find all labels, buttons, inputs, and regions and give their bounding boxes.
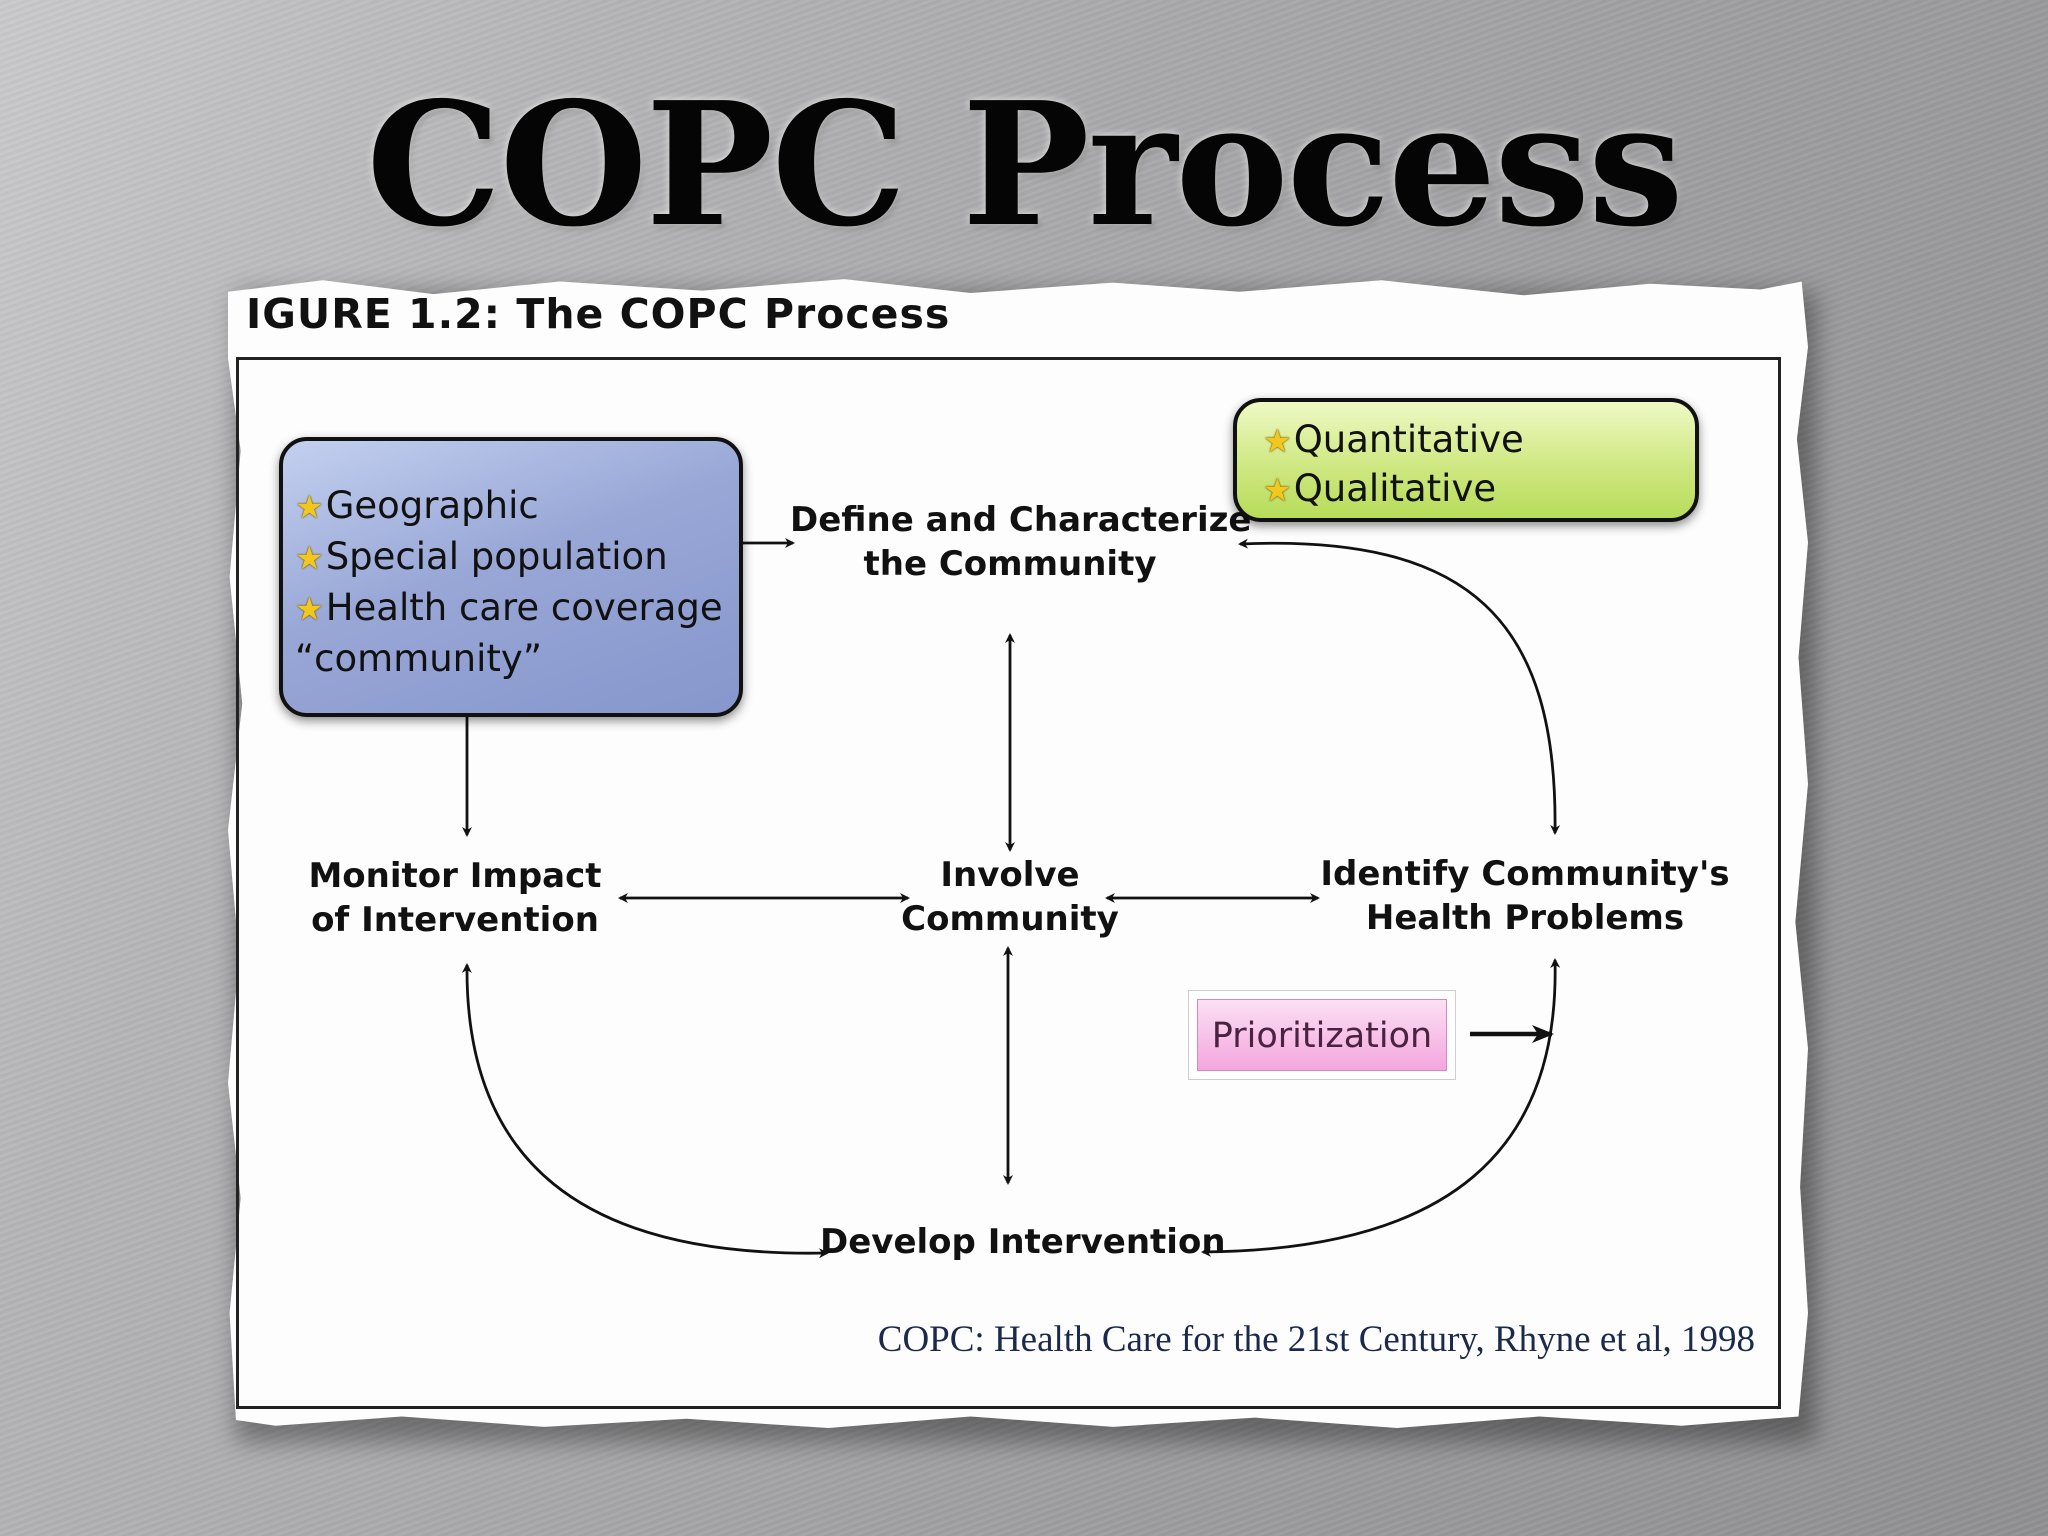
prioritization-label: Prioritization <box>1197 999 1447 1071</box>
node-develop-intervention: Develop Intervention <box>820 1220 1226 1264</box>
callout-item: ★Qualitative <box>1263 465 1695 514</box>
star-icon: ★ <box>295 590 324 628</box>
node-define-community: Define and Characterize the Community <box>790 498 1252 586</box>
callout-item-label: Special population <box>325 535 668 578</box>
prioritization-box: Prioritization <box>1188 990 1456 1080</box>
node-monitor-impact: Monitor Impact of Intervention <box>300 854 610 942</box>
callout-item-label: Quantitative <box>1293 418 1524 461</box>
callout-item-label: Geographic <box>325 484 539 527</box>
figure-caption: IGURE 1.2: The COPC Process <box>246 290 951 338</box>
callout-item: ★Geographic <box>295 481 739 532</box>
star-icon: ★ <box>1263 471 1292 509</box>
node-identify-line-2: Health Problems <box>1365 898 1685 938</box>
data-types-callout: ★Quantitative ★Qualitative <box>1233 398 1699 522</box>
star-icon: ★ <box>295 488 324 526</box>
star-icon: ★ <box>1263 422 1292 460</box>
callout-item-label: Qualitative <box>1293 467 1497 510</box>
node-define-line-1: Define and Characterize <box>790 500 1252 540</box>
node-involve-line-2: Community <box>901 899 1119 939</box>
node-define-line-2: the Community <box>863 544 1157 584</box>
star-icon: ★ <box>295 539 324 577</box>
node-identify-line-1: Identify Community's <box>1320 854 1730 894</box>
node-involve-community: Involve Community <box>900 853 1120 941</box>
arrow-define-identify <box>1238 538 1561 835</box>
callout-item: ★Health care coverage <box>295 583 739 634</box>
figure-citation: COPC: Health Care for the 21st Century, … <box>877 1319 1755 1360</box>
node-monitor-line-2: of Intervention <box>311 900 599 940</box>
figure-frame <box>236 357 1781 1409</box>
callout-footer: “community” <box>295 637 542 680</box>
arrow-monitor-develop <box>461 963 829 1259</box>
callout-item: ★Quantitative <box>1263 416 1695 465</box>
callout-item-label: Health care coverage <box>325 586 723 629</box>
node-develop-line-1: Develop Intervention <box>820 1222 1226 1262</box>
callout-item: ★Special population <box>295 532 739 583</box>
slide-title: COPC Process <box>366 65 1684 265</box>
node-involve-line-1: Involve <box>940 855 1080 895</box>
node-monitor-line-1: Monitor Impact <box>308 856 602 896</box>
community-types-callout: ★Geographic ★Special population ★Health … <box>279 437 743 717</box>
node-identify-problems: Identify Community's Health Problems <box>1310 852 1740 940</box>
